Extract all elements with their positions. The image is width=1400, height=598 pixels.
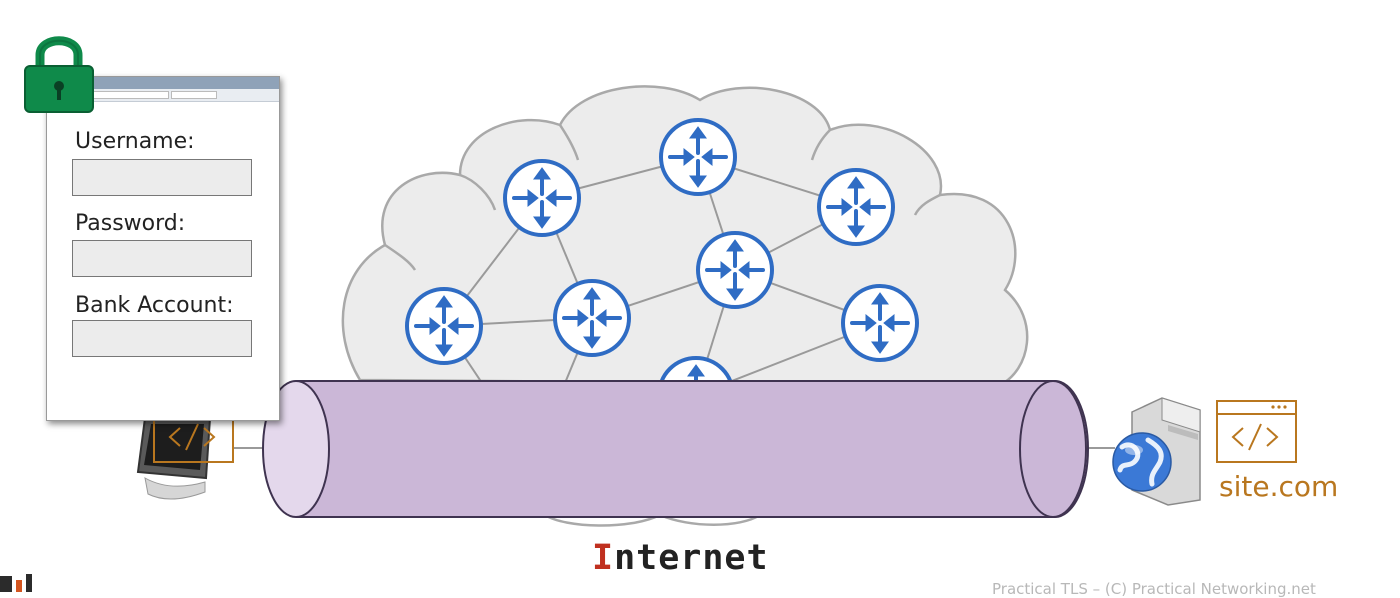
router-icon bbox=[503, 159, 581, 237]
browser-toolbar bbox=[47, 89, 279, 102]
router-icon bbox=[696, 231, 774, 309]
browser-titlebar bbox=[47, 77, 279, 89]
search-bar bbox=[171, 91, 217, 99]
bank-account-label: Bank Account: bbox=[75, 293, 234, 318]
address-bar bbox=[89, 91, 169, 99]
site-label: site.com bbox=[1219, 470, 1339, 503]
router-icon bbox=[817, 168, 895, 246]
lock-icon bbox=[24, 36, 94, 113]
router-icon bbox=[553, 279, 631, 357]
logo-fragment bbox=[0, 574, 32, 592]
password-field[interactable] bbox=[72, 240, 252, 277]
internet-label: Internet bbox=[592, 538, 769, 578]
tls-tunnel bbox=[262, 380, 1089, 518]
site-code-icon bbox=[1216, 400, 1297, 463]
router-icon bbox=[841, 284, 919, 362]
username-field[interactable] bbox=[72, 159, 252, 196]
password-label: Password: bbox=[75, 211, 186, 236]
router-icon bbox=[405, 287, 483, 365]
client-computer-icon bbox=[136, 417, 212, 500]
internet-label-first-letter: I bbox=[592, 538, 615, 578]
username-label: Username: bbox=[75, 129, 195, 154]
router-icon bbox=[659, 118, 737, 196]
globe-icon bbox=[1112, 432, 1172, 492]
bank-account-field[interactable] bbox=[72, 320, 252, 357]
internet-label-rest: nternet bbox=[614, 538, 769, 578]
footer-copyright: Practical TLS – (C) Practical Networking… bbox=[992, 580, 1316, 598]
